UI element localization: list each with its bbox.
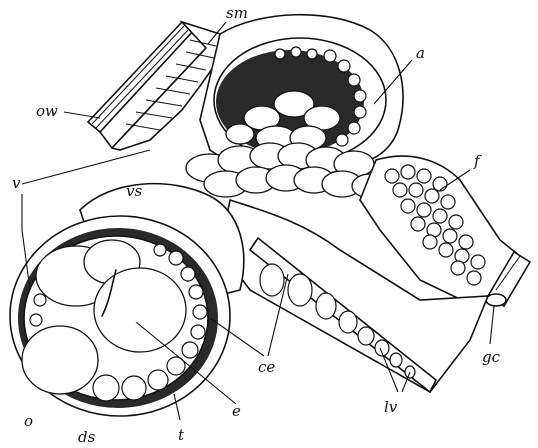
main-tube <box>10 216 230 416</box>
label-f: f <box>473 152 482 170</box>
label-t: t <box>178 426 185 444</box>
label-e: e <box>232 402 241 420</box>
label-v: v <box>12 174 21 192</box>
label-ce: ce <box>258 358 275 376</box>
label-a: a <box>416 44 425 62</box>
label-vs: vs <box>126 182 142 200</box>
label-o: o <box>24 412 33 430</box>
label-gc: gc <box>482 348 501 366</box>
label-sm: sm <box>226 4 248 22</box>
label-lv: lv <box>384 398 398 416</box>
label-ow: ow <box>36 102 58 120</box>
label-ds: ds <box>78 428 96 446</box>
